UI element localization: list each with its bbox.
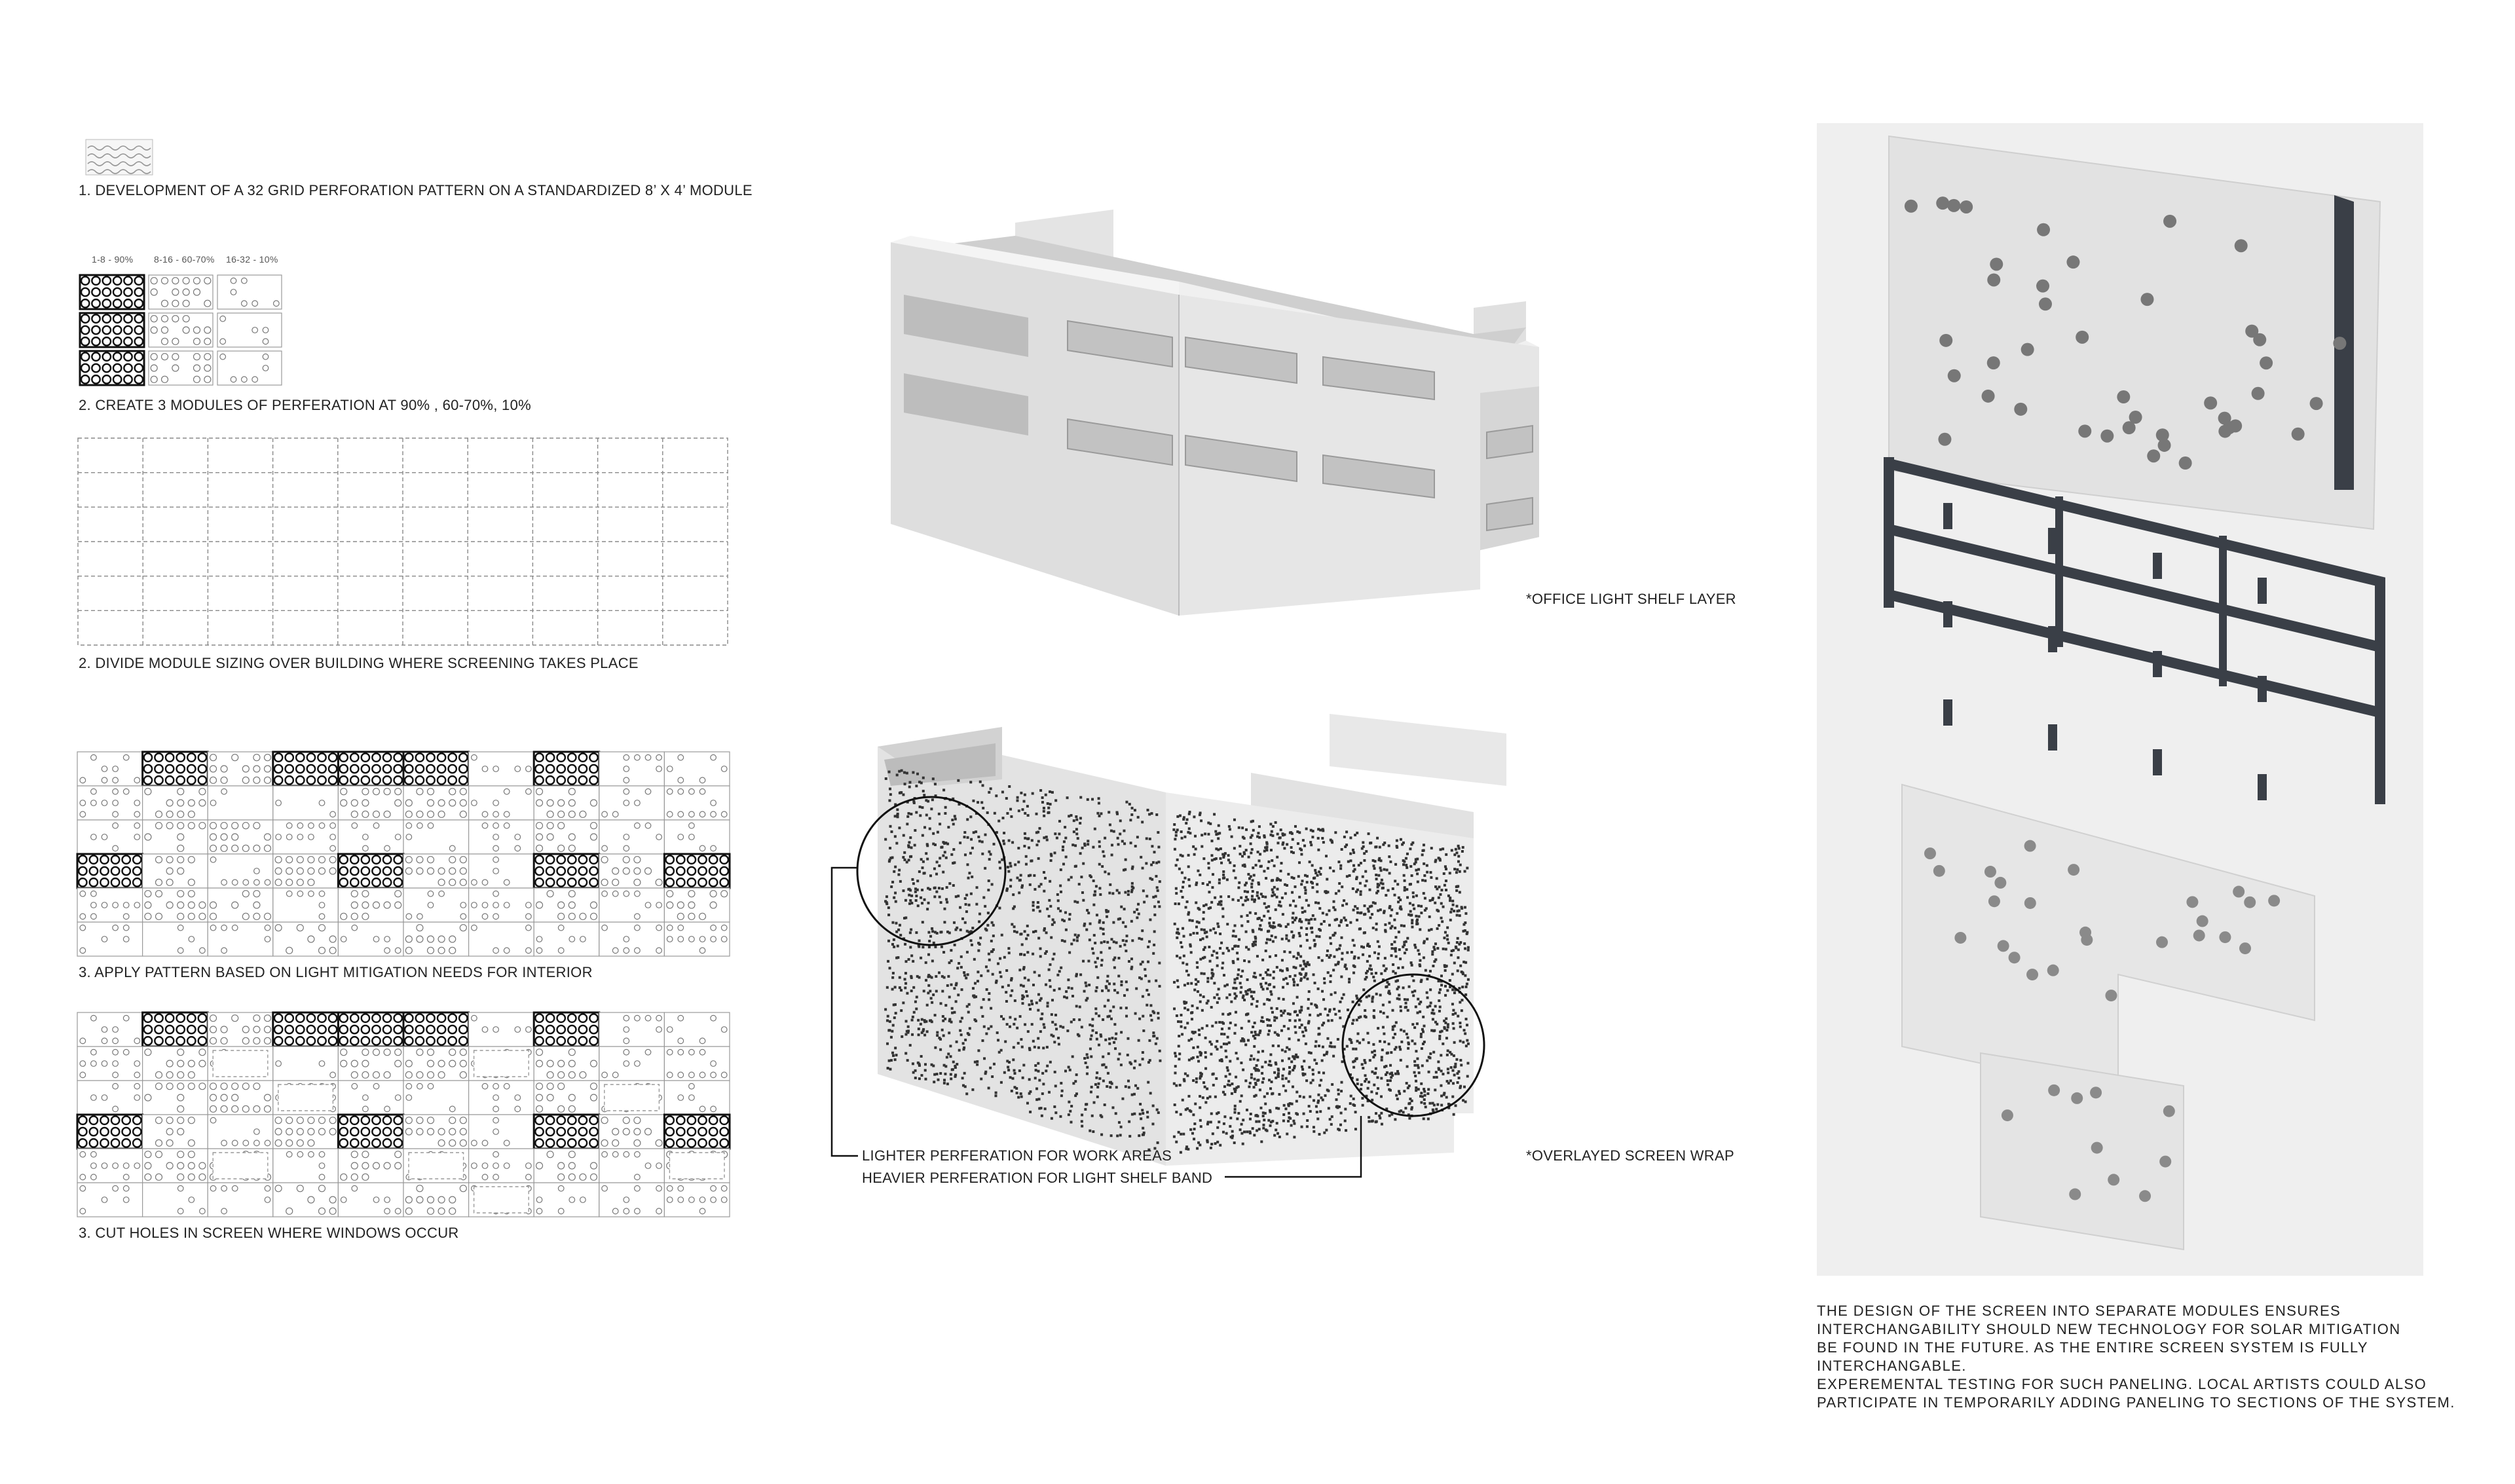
design-description: THE DESIGN OF THE SCREEN INTO SEPARATE M… <box>1817 1302 2455 1412</box>
description-line: INTERCHANGABLE. <box>1817 1358 1967 1374</box>
callout-lines <box>830 796 1485 1178</box>
description-line: PARTICIPATE IN TEMPORARILY ADDING PANELI… <box>1817 1394 2455 1411</box>
module-label-90: 1-8 - 90% <box>92 254 134 265</box>
module-sizing-grid <box>77 437 728 646</box>
applied-pattern-grid <box>76 751 731 957</box>
label-overlayed-screen: *OVERLAYED SCREEN WRAP <box>1526 1147 1734 1164</box>
description-line: EXPEREMENTAL TESTING FOR SUCH PANELING. … <box>1817 1376 2427 1392</box>
label-office-light-shelf: *OFFICE LIGHT SHELF LAYER <box>1526 591 1736 607</box>
module-label-10: 16-32 - 10% <box>226 254 278 265</box>
office-light-shelf-model <box>891 210 1539 616</box>
step2a-caption: 2. CREATE 3 MODULES OF PERFERATION AT 90… <box>79 397 531 413</box>
module-pattern-swatch <box>85 139 153 176</box>
module-label-60: 8-16 - 60-70% <box>154 254 215 265</box>
perforation-modules-grid <box>79 274 282 386</box>
callout-heavier-perforation: HEAVIER PERFERATION FOR LIGHT SHELF BAND <box>862 1170 1213 1186</box>
step2b-caption: 2. DIVIDE MODULE SIZING OVER BUILDING WH… <box>79 655 639 671</box>
exploded-assembly-drawing <box>1884 135 2385 1251</box>
description-line: BE FOUND IN THE FUTURE. AS THE ENTIRE SC… <box>1817 1339 2368 1356</box>
step3b-caption: 3. CUT HOLES IN SCREEN WHERE WINDOWS OCC… <box>79 1225 459 1241</box>
step3a-caption: 3. APPLY PATTERN BASED ON LIGHT MITIGATI… <box>79 964 593 980</box>
cut-windows-pattern-grid <box>76 1011 731 1217</box>
callout-lighter-perforation: LIGHTER PERFERATION FOR WORK AREAS <box>862 1147 1172 1164</box>
step1-caption: 1. DEVELOPMENT OF A 32 GRID PERFORATION … <box>79 182 753 198</box>
description-line: THE DESIGN OF THE SCREEN INTO SEPARATE M… <box>1817 1303 2341 1319</box>
description-line: INTERCHANGABILITY SHOULD NEW TECHNOLOGY … <box>1817 1321 2401 1337</box>
overlayed-screen-wrap-model <box>878 714 1506 1166</box>
